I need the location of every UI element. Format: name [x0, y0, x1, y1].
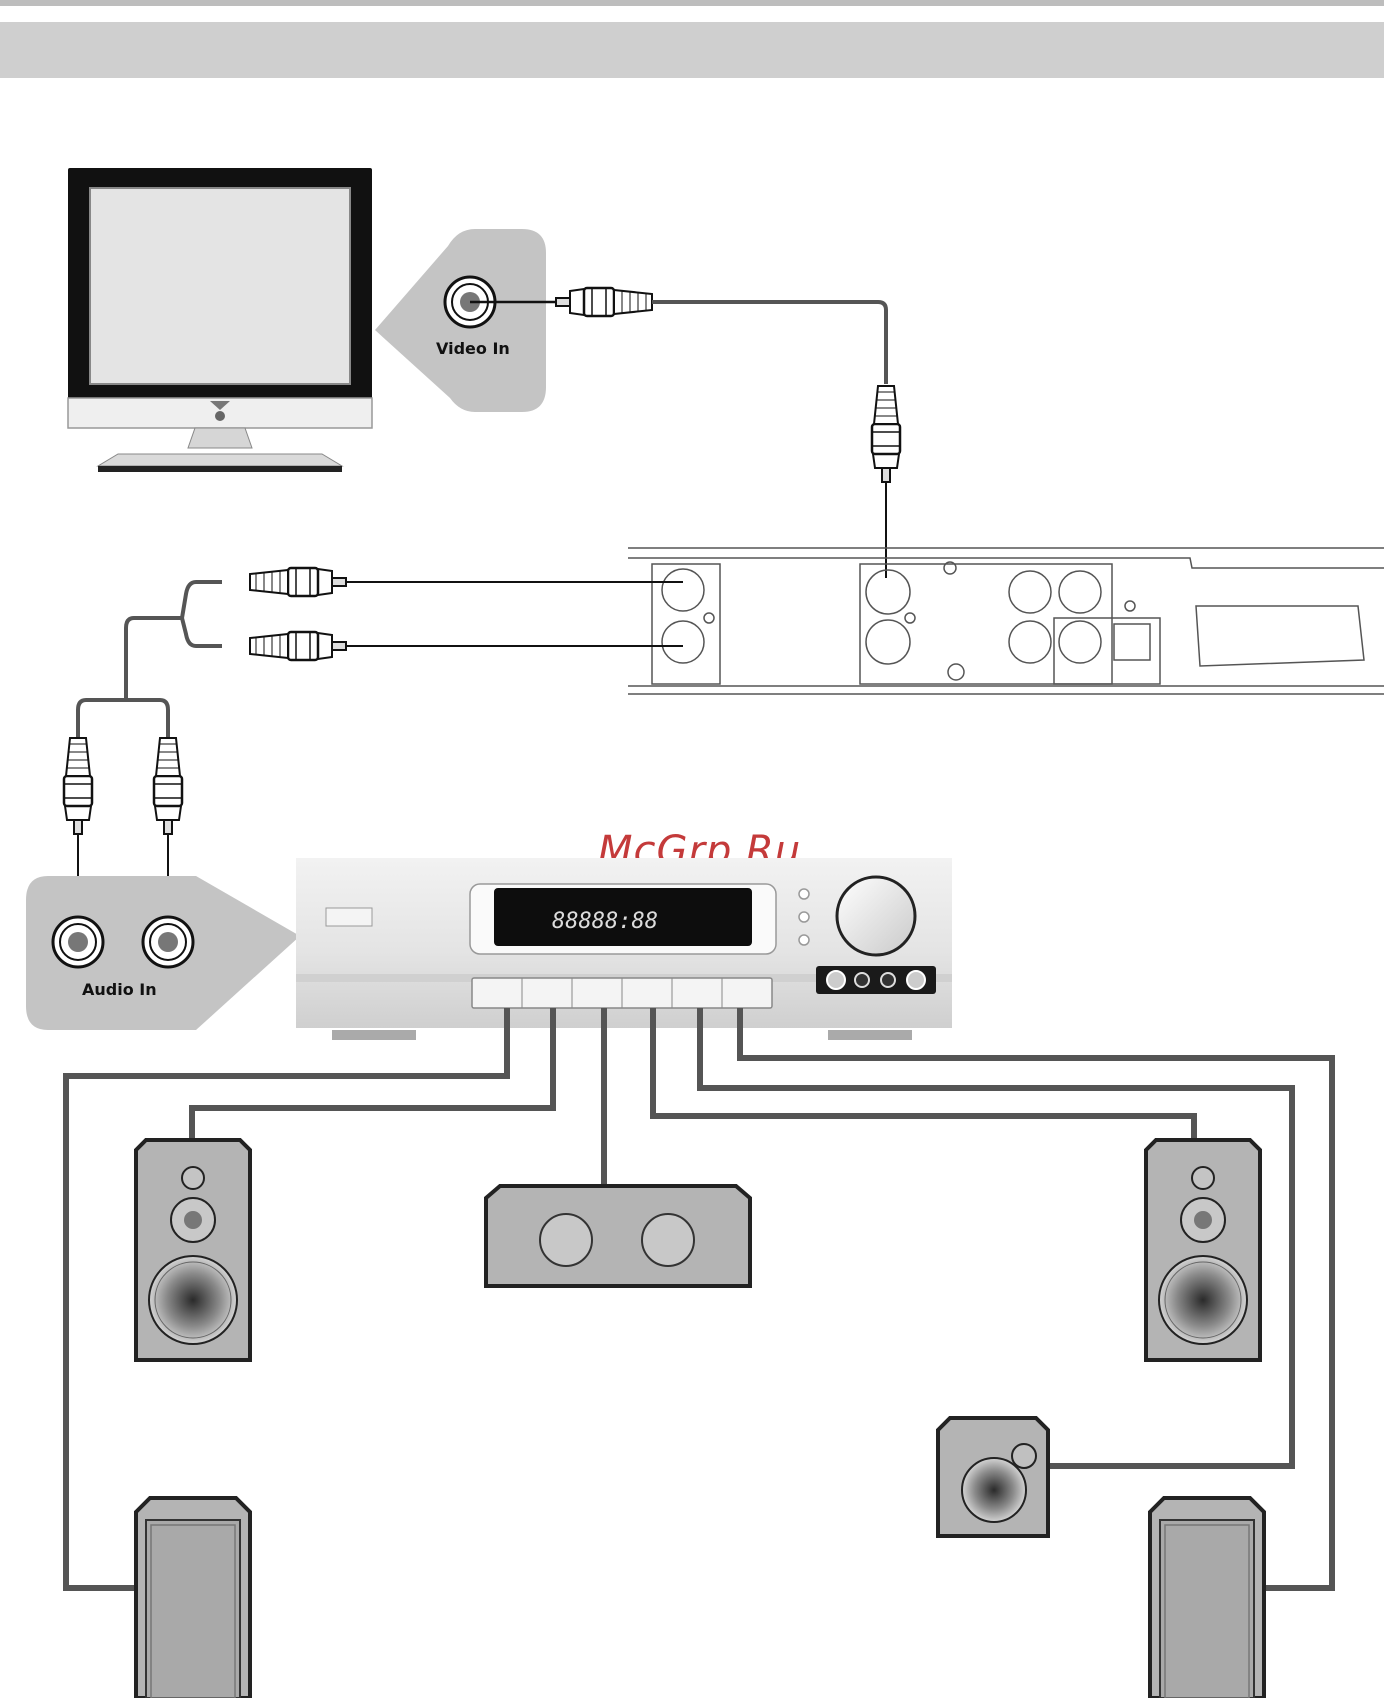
- tv-icon: [68, 168, 372, 472]
- speaker-icon: [136, 1140, 250, 1360]
- speaker-icon: [1150, 1498, 1264, 1698]
- audio-in-jack-left: [53, 917, 103, 967]
- amplifier-icon: 88888:88: [296, 858, 952, 1040]
- top-rule: [0, 0, 1384, 6]
- audio-cable-run: [78, 582, 222, 738]
- center-speaker-icon: [486, 1186, 750, 1286]
- video-cable-run: [652, 302, 886, 384]
- audio-in-label: Audio In: [82, 980, 157, 999]
- audio-in-jack-right: [143, 917, 193, 967]
- rca-plug-icon: [250, 632, 346, 660]
- speaker-icon: [136, 1498, 250, 1698]
- subwoofer-icon: [938, 1418, 1048, 1536]
- speaker-wires: [66, 1008, 1332, 1588]
- video-in-label: Video In: [436, 339, 510, 358]
- rca-plug-icon: [64, 738, 92, 834]
- rca-plug-icon: [556, 288, 652, 316]
- rca-plug-icon: [250, 568, 346, 596]
- header-band: [0, 22, 1384, 78]
- speaker-icon: [1146, 1140, 1260, 1360]
- rca-plug-icon: [872, 386, 900, 482]
- dvd-player-rear-panel-icon: [628, 548, 1384, 694]
- display-readout: 88888:88: [552, 909, 658, 934]
- rca-plug-icon: [154, 738, 182, 834]
